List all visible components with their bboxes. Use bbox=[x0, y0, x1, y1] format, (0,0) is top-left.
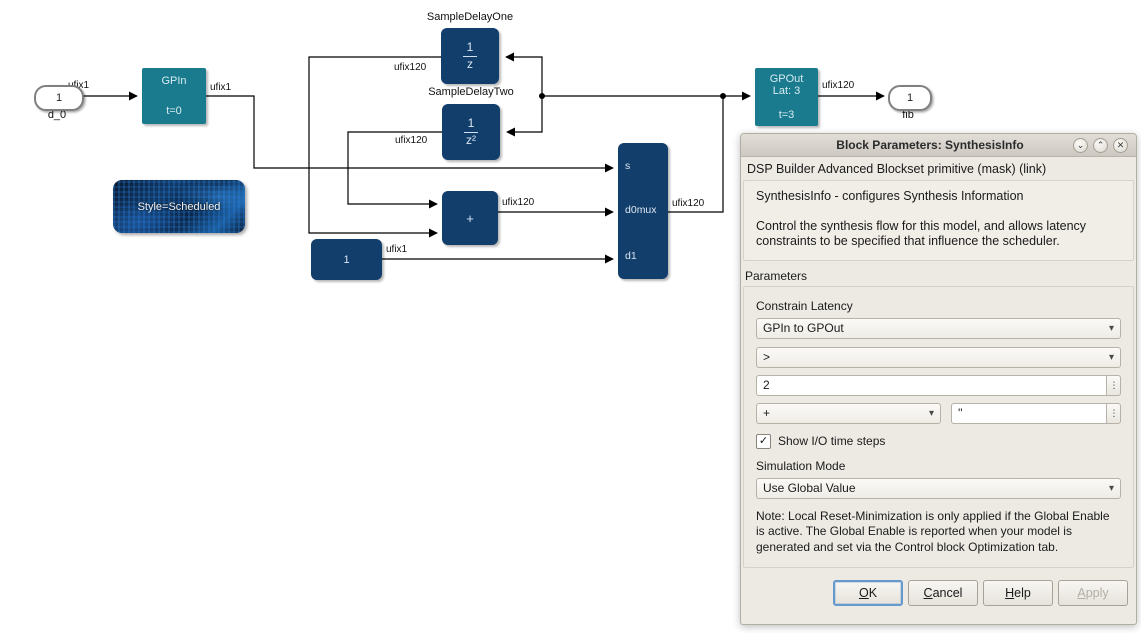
chevron-down-icon: ▾ bbox=[1108, 322, 1114, 334]
latency-steps-field: 2 ⋮ bbox=[756, 374, 1121, 396]
suffix-input[interactable]: '' bbox=[951, 402, 1107, 424]
fraction-denominator: z² bbox=[466, 132, 476, 147]
parameters-heading: Parameters bbox=[745, 268, 808, 283]
latency-steps-spinner[interactable]: ⋮ bbox=[1107, 374, 1121, 396]
combine-value: + bbox=[763, 406, 771, 421]
constrain-latency-label: Constrain Latency bbox=[756, 298, 853, 313]
gpin-block[interactable]: GPIn t=0 bbox=[142, 68, 206, 124]
wire-label-const-out: ufix1 bbox=[386, 244, 408, 255]
adder-block[interactable]: + bbox=[442, 191, 498, 245]
show-io-label: Show I/O time steps bbox=[778, 434, 886, 449]
mux-port-s: s bbox=[625, 160, 631, 172]
mux-block[interactable]: s d0mux d1 bbox=[618, 143, 668, 279]
fraction-numerator: 1 bbox=[463, 117, 479, 133]
gpout-latency: Lat: 3 bbox=[772, 85, 801, 97]
mux-port-d0-label: d0 bbox=[625, 204, 637, 216]
show-io-checkbox[interactable]: ✓ bbox=[756, 433, 771, 449]
simulation-mode-select[interactable]: Use Global Value ▾ bbox=[756, 477, 1121, 499]
outport-fib-number: 1 bbox=[906, 92, 914, 104]
inport-d0-number: 1 bbox=[55, 92, 63, 104]
description-line-1: SynthesisInfo - configures Synthesis Inf… bbox=[756, 189, 1024, 203]
sample-delay-two-fraction: 1 z² bbox=[463, 117, 479, 147]
outport-fib-label: fib bbox=[902, 109, 914, 121]
chevron-down-icon: ▾ bbox=[1108, 482, 1114, 494]
sample-delay-two-name: SampleDelayTwo bbox=[428, 86, 514, 98]
outport-fib[interactable]: 1 bbox=[888, 85, 932, 111]
combine-select[interactable]: + ▾ bbox=[756, 402, 941, 424]
simulation-mode-label: Simulation Mode bbox=[756, 458, 846, 473]
sample-delay-one-block[interactable]: 1 z bbox=[441, 28, 499, 84]
gpout-timing: t=3 bbox=[778, 109, 795, 121]
show-io-row: ✓ Show I/O time steps bbox=[756, 433, 1121, 449]
style-scheduled-label: Style=Scheduled bbox=[137, 200, 221, 213]
description-line-2: Control the synthesis flow for this mode… bbox=[756, 218, 1087, 249]
wire-label-gpin-in: ufix1 bbox=[68, 80, 90, 91]
constrain-latency-select[interactable]: GPIn to GPOut ▾ bbox=[756, 317, 1121, 339]
spinner-icon: ⋮ bbox=[1109, 407, 1119, 418]
parameters-box: Constrain Latency GPIn to GPOut ▾ > ▾ 2 … bbox=[743, 285, 1134, 568]
suffix-spinner[interactable]: ⋮ bbox=[1107, 402, 1121, 424]
constrain-latency-value: GPIn to GPOut bbox=[763, 321, 844, 336]
sample-delay-one-fraction: 1 z bbox=[462, 41, 478, 71]
adder-symbol: + bbox=[466, 210, 474, 226]
chevron-up-icon: ⌃ bbox=[1096, 139, 1105, 150]
latency-steps-value: 2 bbox=[763, 378, 770, 393]
operator-value: > bbox=[763, 350, 771, 365]
note-text: Note: Local Reset-Minimization is only a… bbox=[756, 508, 1110, 554]
inport-d0-label: d_0 bbox=[47, 109, 67, 121]
dialog-titlebar[interactable]: Block Parameters: SynthesisInfo ⌄ ⌃ ✕ bbox=[741, 134, 1136, 157]
fraction-denominator: z bbox=[467, 56, 473, 71]
combine-row: + ▾ '' ⋮ bbox=[756, 402, 1121, 424]
suffix-value: '' bbox=[958, 406, 963, 421]
wire-label-adder-out: ufix120 bbox=[502, 197, 535, 208]
dialog-title: Block Parameters: SynthesisInfo bbox=[836, 138, 1024, 152]
check-icon: ✓ bbox=[758, 434, 769, 447]
fraction-numerator: 1 bbox=[462, 41, 478, 57]
operator-select[interactable]: > ▾ bbox=[756, 346, 1121, 368]
wire-label-sd1-out: ufix120 bbox=[394, 62, 427, 73]
shade-window-button[interactable]: ⌄ bbox=[1073, 137, 1088, 153]
wire-label-mux-out: ufix120 bbox=[672, 198, 705, 209]
inport-d0[interactable]: 1 bbox=[34, 85, 84, 111]
mux-port-d0: d0mux bbox=[625, 204, 657, 216]
gpin-timing: t=0 bbox=[166, 105, 182, 117]
constant-value: 1 bbox=[343, 253, 350, 266]
style-scheduled-block[interactable]: Style=Scheduled bbox=[113, 180, 245, 233]
sample-delay-one-name: SampleDelayOne bbox=[426, 11, 514, 23]
close-icon: ✕ bbox=[1116, 139, 1125, 150]
mux-name: mux bbox=[636, 204, 657, 216]
sample-delay-two-block[interactable]: 1 z² bbox=[442, 104, 500, 160]
simulation-mode-value: Use Global Value bbox=[763, 481, 856, 496]
gpout-block[interactable]: GPOut Lat: 3 t=3 bbox=[755, 68, 818, 126]
mux-port-d1: d1 bbox=[625, 250, 637, 262]
chevron-down-icon: ▾ bbox=[928, 407, 934, 419]
block-parameters-dialog: Block Parameters: SynthesisInfo ⌄ ⌃ ✕ DS… bbox=[740, 133, 1137, 625]
window-buttons: ⌄ ⌃ ✕ bbox=[1073, 137, 1136, 153]
description-box: SynthesisInfo - configures Synthesis Inf… bbox=[743, 180, 1134, 261]
chevron-down-icon: ▾ bbox=[1108, 351, 1114, 363]
chevron-down-icon: ⌄ bbox=[1076, 139, 1085, 150]
suffix-field: '' ⋮ bbox=[951, 402, 1121, 424]
constant-block[interactable]: 1 bbox=[311, 239, 382, 280]
spinner-icon: ⋮ bbox=[1109, 379, 1119, 390]
close-window-button[interactable]: ✕ bbox=[1113, 137, 1128, 153]
gpout-title: GPOut bbox=[769, 73, 804, 85]
gpin-title: GPIn bbox=[161, 75, 187, 87]
dialog-subtitle: DSP Builder Advanced Blockset primitive … bbox=[747, 162, 1047, 176]
unshade-window-button[interactable]: ⌃ bbox=[1093, 137, 1108, 153]
wire-label-gpin-out: ufix1 bbox=[210, 82, 232, 93]
wire-label-sd2-out: ufix120 bbox=[395, 135, 428, 146]
wire-label-gpout-out: ufix120 bbox=[822, 80, 855, 91]
latency-steps-input[interactable]: 2 bbox=[756, 374, 1107, 396]
